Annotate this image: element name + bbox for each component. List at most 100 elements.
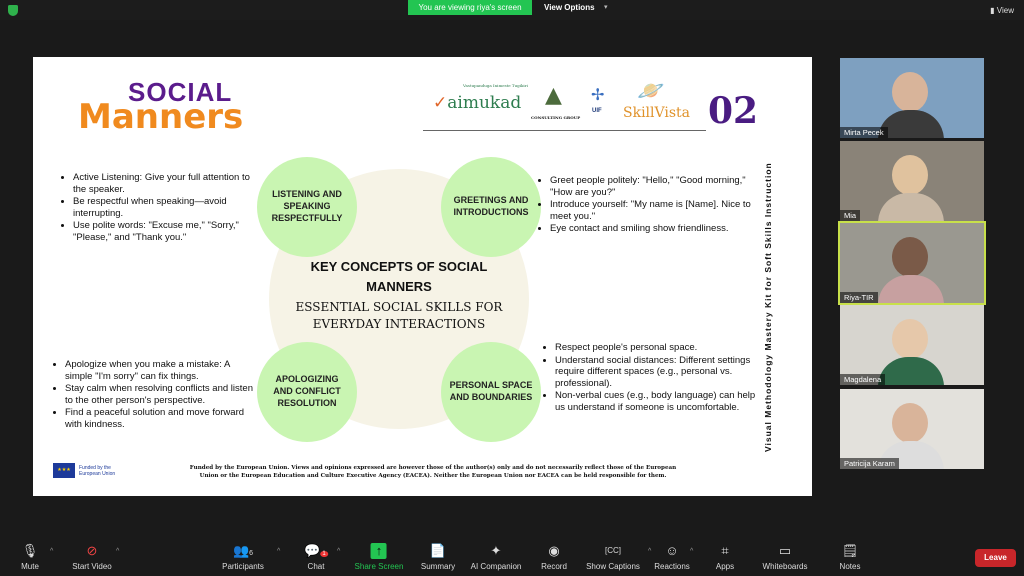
bullet: Introduce yourself: "My name is [Name]. … [550, 199, 760, 222]
notes-button[interactable]: 🗒 Notes [840, 543, 861, 571]
captions-icon: [CC] [605, 546, 621, 555]
mute-label: Mute [21, 562, 39, 571]
skillvista-logo-text: SkillVista [623, 105, 691, 121]
view-button[interactable]: ▮ View [990, 6, 1014, 15]
video-person [892, 237, 928, 277]
bullet: Understand social distances: Different s… [555, 355, 760, 390]
aimukad-logo: ✓aimukad [433, 93, 522, 113]
eu-flag-icon: ★★★ [53, 463, 75, 478]
partner-logos: ✓aimukad Vastupanduga Inimeste Tugikiri … [425, 75, 770, 135]
participant-tile-active[interactable]: Riya-TIR [838, 221, 986, 305]
bullet: Apologize when you make a mistake: A sim… [65, 359, 255, 382]
video-person-body [878, 357, 944, 385]
chat-icon: 💬1 [304, 543, 328, 558]
participant-tile[interactable]: Mirta Pecek [840, 58, 984, 138]
captions-label: Show Captions [586, 562, 640, 571]
circle-personal-space: PERSONAL SPACE AND BOUNDARIES [441, 342, 541, 442]
eu-funding-logo: ★★★ Funded by the European Union [53, 463, 119, 478]
video-person [892, 319, 928, 359]
notes-label: Notes [839, 562, 861, 571]
participant-tile[interactable]: Patricija Karam [840, 389, 984, 469]
record-label: Record [541, 562, 567, 571]
aimukad-text: aimukad [447, 93, 522, 113]
share-screen-icon: ↑ [370, 543, 387, 559]
mute-options-caret[interactable]: ^ [50, 548, 54, 555]
video-person [892, 72, 928, 112]
security-shield-icon[interactable] [8, 5, 18, 16]
circle-greetings: GREETINGS AND INTRODUCTIONS [441, 157, 541, 257]
ai-companion-button[interactable]: ✦ AI Companion [471, 543, 522, 571]
record-button[interactable]: ◉ Record [541, 543, 567, 571]
space-bullets: Respect people's personal space. Underst… [545, 342, 760, 414]
start-video-button[interactable]: ⊘Start Video [72, 543, 111, 571]
video-off-icon: ⊘ [86, 543, 98, 558]
reactions-options-caret[interactable]: ^ [690, 548, 694, 555]
view-options-button[interactable]: View Options [544, 3, 595, 12]
aimukad-tagline: Vastupanduga Inimeste Tugikiri [463, 83, 528, 88]
apps-icon: ⌗ [721, 543, 729, 558]
bullet: Find a peaceful solution and move forwar… [65, 407, 255, 430]
skillvista-logo-icon: 🪐 [637, 79, 665, 104]
bullet: Eye contact and smiling show friendlines… [550, 223, 760, 235]
video-person-body [878, 110, 944, 138]
participant-tile[interactable]: Mia [840, 141, 984, 221]
reactions-button[interactable]: ☺ Reactions [654, 543, 690, 571]
captions-options-caret[interactable]: ^ [648, 548, 652, 555]
notes-icon: 🗒 [841, 543, 859, 558]
slide-title-manners: Manners [78, 97, 244, 137]
view-icon: ▮ [990, 6, 997, 15]
microphone-icon: 🎙 [21, 543, 39, 558]
record-icon: ◉ [548, 543, 560, 558]
disclaimer: Funded by the European Union. Views and … [189, 465, 677, 479]
chat-options-caret[interactable]: ^ [337, 548, 341, 555]
leave-button[interactable]: Leave [975, 549, 1016, 567]
whiteboards-label: Whiteboards [762, 562, 808, 571]
participant-name: Magdalena [840, 374, 886, 385]
bullet: Active Listening: Give your full attenti… [73, 172, 253, 195]
shared-slide: SOCIAL Manners ✓aimukad Vastupanduga Ini… [33, 57, 812, 496]
circle-listening: LISTENING AND SPEAKING RESPECTFULLY [257, 157, 357, 257]
participants-count: 6 [249, 550, 254, 557]
whiteboard-icon: ▭ [778, 543, 792, 558]
consulting-logo-text: CONSULTING GROUP [531, 115, 581, 120]
bullet: Respect people's personal space. [555, 342, 760, 354]
bullet: Use polite words: "Excuse me," "Sorry," … [73, 220, 253, 243]
participants-options-caret[interactable]: ^ [277, 548, 281, 555]
center-subtitle: ESSENTIAL SOCIAL SKILLS FOR EVERYDAY INT… [295, 300, 503, 331]
video-person [892, 155, 928, 195]
ai-label: AI Companion [470, 562, 522, 571]
whiteboards-button[interactable]: ▭ Whiteboards [763, 543, 808, 571]
slide-title-social: SOCIAL [128, 77, 233, 107]
bullet: Stay calm when resolving conflicts and l… [65, 383, 255, 406]
divider [423, 130, 706, 131]
chat-label: Chat [307, 562, 325, 571]
center-title: KEY CONCEPTS OF SOCIAL MANNERS [310, 259, 488, 294]
top-bar: You are viewing riya's screen View Optio… [0, 0, 1024, 20]
participant-name: Mia [840, 210, 861, 221]
share-screen-button[interactable]: ↑Share Screen [355, 543, 403, 571]
view-label: View [996, 6, 1014, 15]
center-text: KEY CONCEPTS OF SOCIAL MANNERS ESSENTIAL… [293, 257, 505, 333]
uif-logo-text: UIF [592, 108, 602, 114]
apologizing-bullets: Apologize when you make a mistake: A sim… [55, 359, 255, 431]
participant-tile[interactable]: Magdalena [840, 305, 984, 385]
consulting-logo-icon: ▲ [545, 83, 562, 108]
eu-label: Funded by the European Union [79, 464, 116, 477]
show-captions-button[interactable]: [CC] Show Captions [586, 543, 640, 571]
participants-label: Participants [222, 562, 264, 571]
summary-label: Summary [420, 562, 456, 571]
apps-button[interactable]: ⌗ Apps [716, 543, 734, 571]
apps-label: Apps [715, 562, 735, 571]
video-person-body [878, 193, 944, 221]
video-options-caret[interactable]: ^ [116, 548, 120, 555]
reactions-label: Reactions [654, 562, 690, 571]
mute-button[interactable]: 🎙 Mute [21, 543, 39, 571]
chevron-down-icon[interactable]: ▾ [604, 4, 608, 11]
listening-bullets: Active Listening: Give your full attenti… [63, 172, 253, 244]
reactions-icon: ☺ [665, 543, 679, 558]
summary-button[interactable]: 📄Summary [421, 543, 455, 571]
sparkle-icon: ✦ [490, 543, 502, 558]
participant-name: Mirta Pecek [840, 127, 888, 138]
